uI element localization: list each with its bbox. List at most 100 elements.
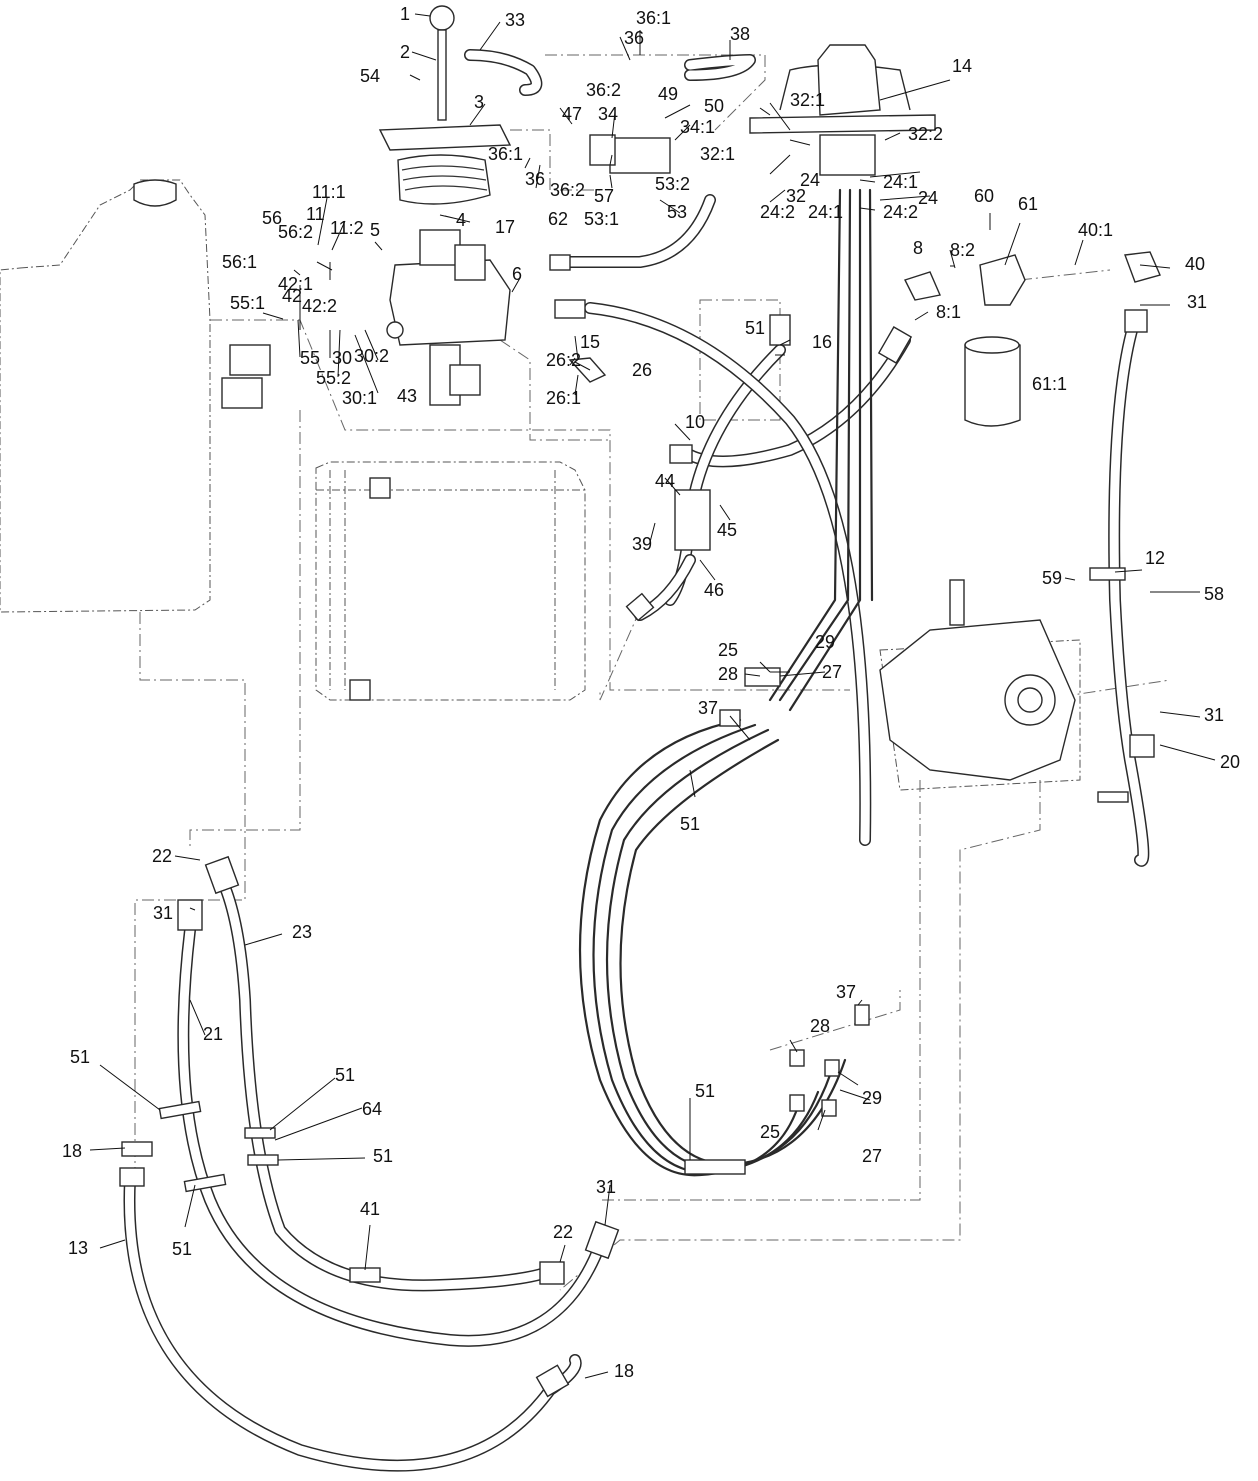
dash-line-k (769, 990, 901, 1051)
callout-26-2: 26:2 (546, 350, 581, 370)
tank-fitting-upper (229, 344, 271, 376)
pump-port (949, 579, 965, 626)
pilot-fitting-28b (789, 1049, 805, 1067)
callout-15: 15 (580, 332, 600, 352)
callout-25a: 25 (718, 640, 738, 660)
callout-18b: 18 (614, 1361, 634, 1381)
dash-line-h (559, 780, 1041, 1291)
callout-38: 38 (730, 24, 750, 44)
callout-30-1: 30:1 (342, 388, 377, 408)
dash-line-c (189, 410, 301, 850)
callout-34: 34 (598, 104, 618, 124)
hose-15-inner (585, 303, 870, 845)
callout-53-1: 53:1 (584, 209, 619, 229)
hose-end-46 (625, 592, 655, 622)
hose-23-inner (217, 875, 553, 1290)
callout-36-1a: 36:1 (636, 8, 671, 28)
valve-solenoid-side (454, 244, 486, 281)
callout-51b: 51 (680, 814, 700, 834)
callout-24-2a: 24:2 (760, 202, 795, 222)
callout-36b: 36 (525, 169, 545, 189)
callout-11: 11 (306, 204, 325, 224)
callout-47: 47 (562, 104, 582, 124)
clamp-51-hose23 (247, 1154, 279, 1166)
dash-line-d (499, 339, 610, 441)
callout-17: 17 (495, 217, 515, 237)
lever-rod (437, 29, 447, 121)
pilot-hose-bundle-2 (592, 723, 820, 1174)
fitting-15 (554, 299, 586, 319)
callout-21: 21 (203, 1024, 223, 1044)
callout-61: 61 (1018, 194, 1038, 214)
callout-18a: 18 (62, 1141, 82, 1161)
clamp-12 (1089, 567, 1126, 581)
callout-26: 26 (632, 360, 652, 380)
callout-24b: 24 (918, 188, 938, 208)
oil-cooler-outline (315, 461, 586, 701)
hose-33-inner (465, 50, 541, 95)
hose-38-inner (685, 55, 755, 80)
callout-43: 43 (397, 386, 417, 406)
callout-37a: 37 (698, 698, 718, 718)
callout-54: 54 (360, 66, 380, 86)
hose-15 (584, 302, 872, 846)
clamp-20 (1097, 791, 1129, 803)
dash-line-a (210, 319, 850, 691)
pilot-control-plate (749, 114, 936, 134)
clamp-51-hose21 (158, 1100, 202, 1120)
filter-top (964, 336, 1020, 354)
hose-end-18b (535, 1364, 570, 1398)
callout-51e: 51 (373, 1146, 393, 1166)
callout-51f: 51 (172, 1239, 192, 1259)
callout-26-1: 26:1 (546, 388, 581, 408)
callout-34-1: 34:1 (680, 117, 715, 137)
callout-55-2: 55:2 (316, 368, 351, 388)
callout-59: 59 (1042, 568, 1062, 588)
hydraulic-pump (879, 619, 1076, 781)
callout-42-2: 42:2 (302, 296, 337, 316)
callout-53-2: 53:2 (655, 174, 690, 194)
callout-46: 46 (704, 580, 724, 600)
tank-fitting-lower (221, 377, 263, 409)
lever-boot (397, 154, 491, 205)
bracket-46 (674, 489, 711, 551)
elbow-8 (904, 271, 941, 301)
callout-39: 39 (632, 534, 652, 554)
elbow-40 (1124, 251, 1161, 283)
hose-8-inner (685, 335, 910, 466)
callout-31c: 31 (153, 903, 173, 923)
hoses (123, 49, 1150, 1472)
callout-12: 12 (1145, 548, 1165, 568)
callout-13: 13 (68, 1238, 88, 1258)
pilot-fitting-37 (719, 709, 741, 727)
callout-28b: 28 (810, 1016, 830, 1036)
clamp-64 (244, 1127, 276, 1139)
callout-29b: 29 (862, 1088, 882, 1108)
callout-4: 4 (456, 210, 466, 230)
pilot-fitting-25b (789, 1094, 805, 1112)
components (119, 5, 1161, 1398)
callout-51a: 51 (745, 318, 765, 338)
callout-32-2: 32:2 (908, 124, 943, 144)
callout-58: 58 (1204, 584, 1224, 604)
callout-36a: 36 (624, 28, 644, 48)
leader-lines (89, 13, 1216, 1379)
callout-32: 32 (786, 186, 806, 206)
clamp-41 (349, 1267, 381, 1283)
tank-cap (133, 179, 177, 207)
callout-51g: 51 (695, 1081, 715, 1101)
callout-24-2b: 24:2 (883, 202, 918, 222)
callout-36-1b: 36:1 (488, 144, 523, 164)
pilot-hose-bundle-4 (619, 738, 847, 1166)
callout-8-1: 8:1 (936, 302, 961, 322)
pump-shaft (1017, 687, 1043, 713)
callout-8: 8 (913, 238, 923, 258)
callout-22b: 22 (553, 1222, 573, 1242)
callout-57: 57 (594, 186, 614, 206)
hose-end-31b (584, 1220, 620, 1260)
callout-45: 45 (717, 520, 737, 540)
lever-knob (429, 5, 455, 31)
pilot-fitting-27b (821, 1099, 837, 1117)
callout-14: 14 (952, 56, 972, 76)
hose-end-22b (539, 1261, 565, 1285)
